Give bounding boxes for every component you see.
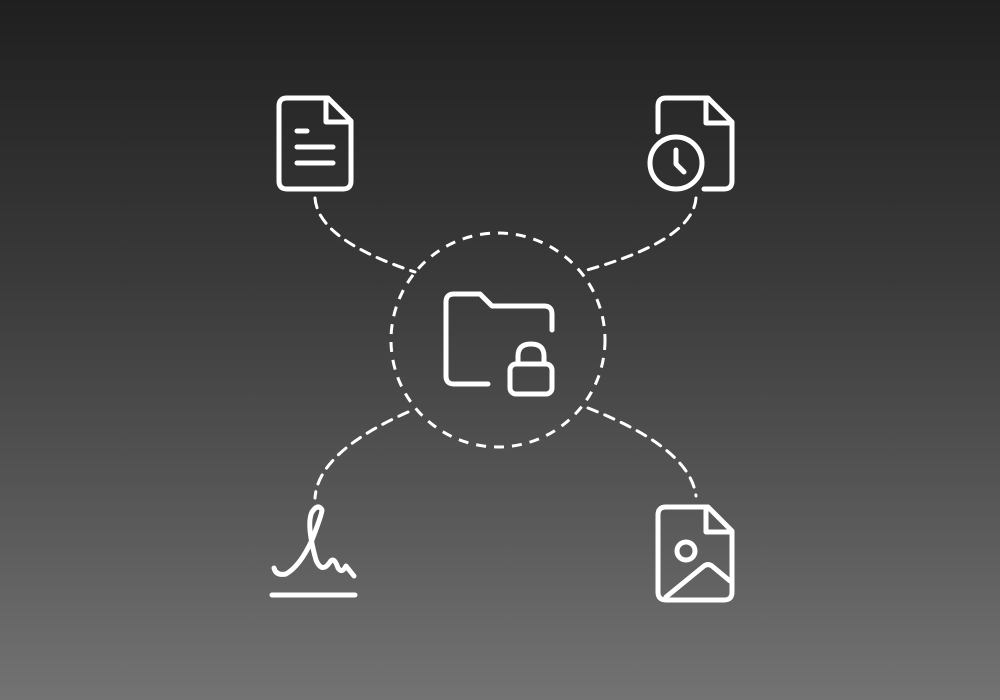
document-icon (276, 95, 354, 192)
connector-bottom-right (586, 406, 698, 498)
connector-top-left (313, 196, 417, 274)
connectors (313, 196, 698, 500)
document-image-icon (655, 504, 735, 603)
folder-lock-icon (443, 291, 555, 397)
connector-bottom-left (313, 410, 410, 500)
connector-top-right (585, 196, 698, 272)
document-clock-icon (647, 95, 735, 192)
signature-icon (269, 504, 358, 598)
center-dashed-circle (389, 231, 607, 449)
